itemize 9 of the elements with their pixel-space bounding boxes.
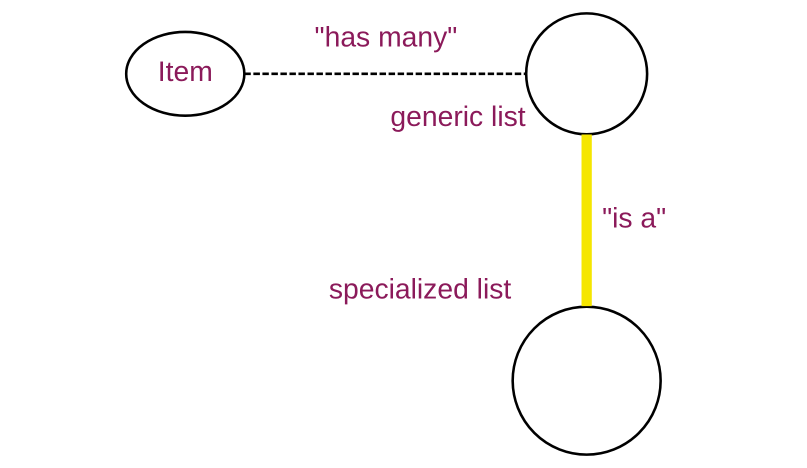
node-circle bbox=[524, 12, 648, 136]
connector bbox=[581, 134, 592, 306]
node-circle bbox=[510, 305, 662, 456]
connector bbox=[244, 72, 526, 76]
node-ellipse: Item bbox=[124, 30, 246, 117]
node-label: generic list bbox=[390, 100, 526, 132]
edge-label: "is a" bbox=[602, 202, 666, 234]
edge-label: "has many" bbox=[314, 20, 457, 52]
node-label: specialized list bbox=[328, 272, 511, 304]
